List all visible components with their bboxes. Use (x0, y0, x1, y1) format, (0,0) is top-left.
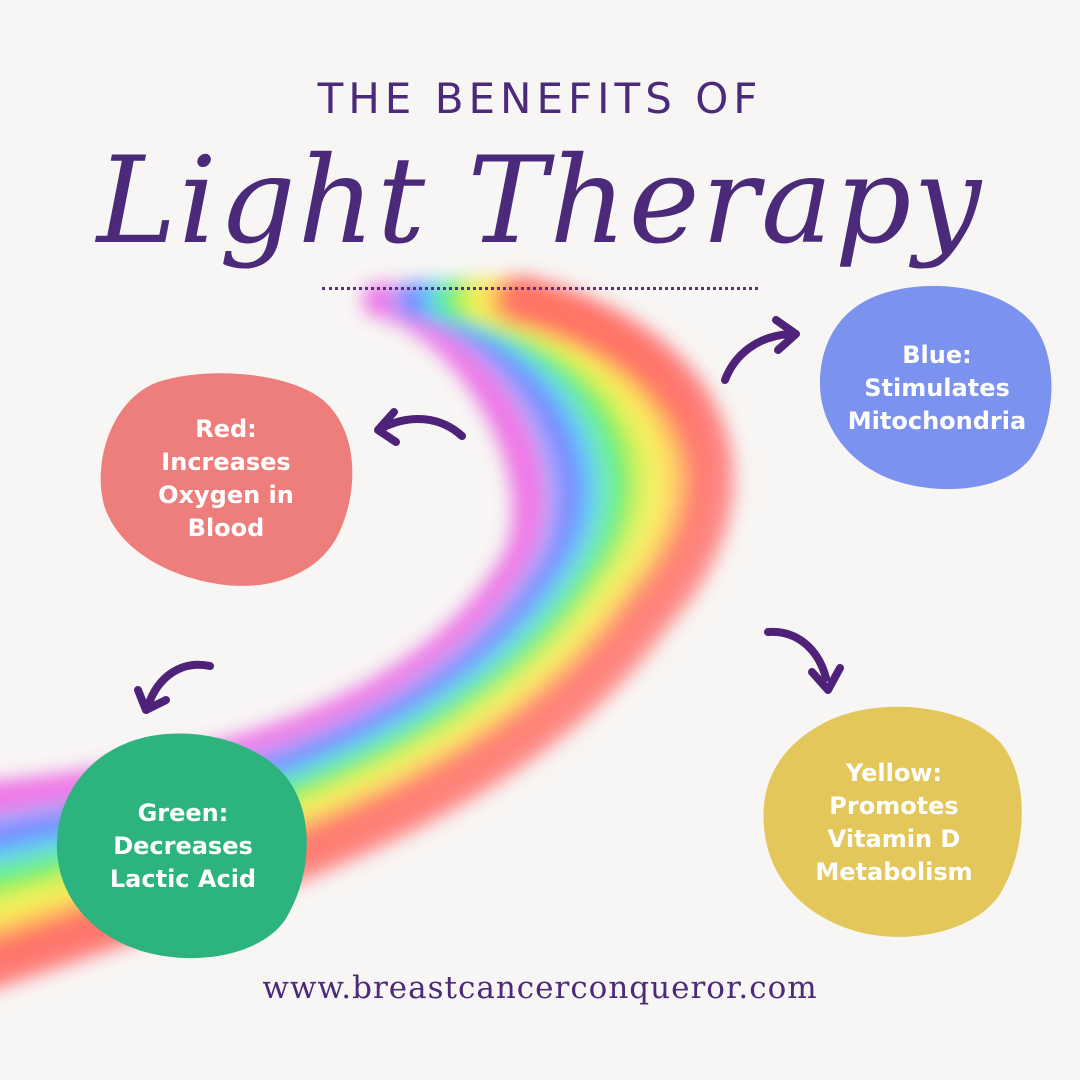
red-blob-shape (100, 373, 353, 586)
benefit-red: Red: Increases Oxygen in Blood (98, 370, 354, 588)
green-blob-shape (56, 733, 307, 959)
blue-blob-path (820, 285, 1052, 490)
subtitle: THE BENEFITS OF (317, 74, 763, 123)
blue-blob-shape (820, 285, 1052, 490)
yellow-blob-shape (763, 706, 1022, 937)
benefit-yellow: Yellow: Promotes Vitamin D Metabolism (762, 702, 1026, 944)
page-title: Light Therapy (96, 132, 984, 271)
benefit-blue: Blue: Stimulates Mitochondria (818, 284, 1056, 492)
green-blob-path (56, 733, 307, 959)
blue-benefit-label: Blue: Stimulates Mitochondria (847, 340, 1027, 435)
benefit-green: Green: Decreases Lactic Acid (55, 730, 311, 962)
red-blob-path (100, 373, 353, 586)
yellow-blob-path (763, 706, 1022, 937)
green-benefit-label: Green: Decreases Lactic Acid (109, 798, 257, 893)
website-url: www.breastcancerconqueror.com (262, 970, 818, 1006)
yellow-benefit-label: Yellow: Promotes Vitamin D Metabolism (815, 759, 973, 886)
dotted-divider (322, 287, 758, 290)
red-benefit-label: Red: Increases Oxygen in Blood (158, 415, 294, 542)
